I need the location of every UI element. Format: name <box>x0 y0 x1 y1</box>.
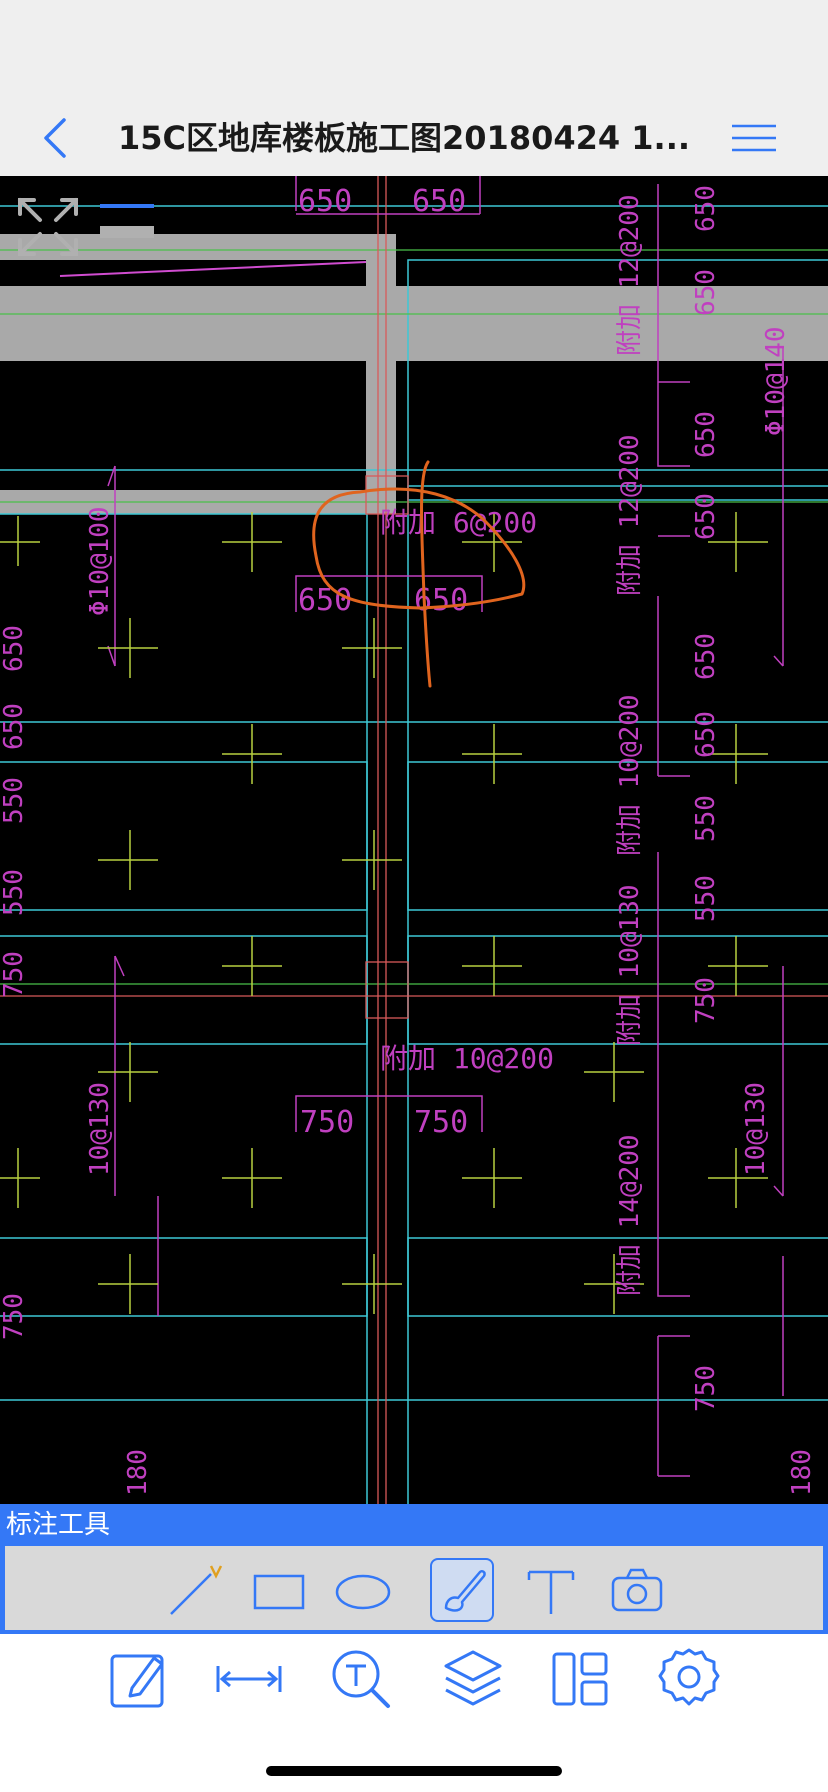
rebar-label: 附加 10@200 <box>380 1042 554 1075</box>
annotation-tools-title: 标注工具 <box>6 1510 111 1540</box>
dim-label: 750 <box>414 1105 468 1140</box>
dim-label: 180 <box>123 1449 153 1496</box>
dim-label: 180 <box>787 1449 817 1496</box>
fit-screen-button[interactable] <box>14 194 82 260</box>
dim-label: 650 <box>298 184 352 219</box>
dim-label: 750 <box>691 1365 721 1412</box>
rectangle-tool-button[interactable] <box>247 1558 311 1622</box>
dim-label: 650 <box>691 633 721 680</box>
dim-label: 650 <box>412 184 466 219</box>
rebar-label: 10@130 <box>85 1082 115 1176</box>
back-button[interactable] <box>36 110 76 166</box>
rebar-label: Φ10@140 <box>761 326 791 436</box>
text-search-button[interactable] <box>326 1644 396 1714</box>
dim-label: 550 <box>691 875 721 922</box>
layout-button[interactable] <box>546 1644 616 1714</box>
dim-label: 550 <box>0 869 29 916</box>
layers-icon <box>444 1650 502 1706</box>
ellipse-tool-button[interactable] <box>331 1558 395 1622</box>
settings-button[interactable] <box>654 1644 724 1714</box>
camera-icon <box>611 1568 663 1612</box>
dim-label: 550 <box>0 777 29 824</box>
layers-button[interactable] <box>438 1644 508 1714</box>
dim-label: 750 <box>0 1293 29 1340</box>
text-search-icon <box>332 1650 390 1708</box>
cad-drawing: 650 650 650 650 750 750 附加 6@200 附加 10@2… <box>0 176 828 1504</box>
dim-label: 750 <box>0 951 29 998</box>
edit-note-button[interactable] <box>104 1644 174 1714</box>
rebar-label: 附加 12@200 <box>615 194 645 356</box>
line-tool-button[interactable] <box>163 1558 227 1622</box>
annotation-tools-header: 标注工具 <box>0 1504 828 1546</box>
document-title: 15C区地库楼板施工图20180424 1... <box>118 119 691 157</box>
dim-label: 650 <box>691 269 721 316</box>
status-bar-area <box>0 0 828 100</box>
rebar-label: 10@130 <box>741 1082 771 1176</box>
line-width-toggle[interactable] <box>96 196 160 248</box>
layout-icon <box>552 1652 608 1706</box>
text-tool-button[interactable] <box>519 1558 583 1622</box>
edit-note-icon <box>110 1654 164 1708</box>
annotation-tools-row <box>5 1546 823 1630</box>
rebar-label: Φ10@100 <box>85 506 115 616</box>
dim-label: 650 <box>414 583 468 618</box>
dim-label: 750 <box>300 1105 354 1140</box>
rebar-label: 附加 12@200 <box>615 434 645 596</box>
measure-button[interactable] <box>214 1644 284 1714</box>
navigation-bar: 15C区地库楼板施工图20180424 1... <box>0 100 828 176</box>
beam-strip-vertical <box>366 234 396 502</box>
bottom-toolbar <box>0 1634 828 1792</box>
chevron-left-icon <box>44 118 66 158</box>
menu-button[interactable] <box>726 114 782 162</box>
dim-label: 650 <box>691 711 721 758</box>
rebar-label: 附加 6@200 <box>380 506 537 539</box>
fit-screen-icon <box>18 198 78 256</box>
brush-icon <box>444 1569 486 1612</box>
hamburger-menu-icon <box>732 124 776 152</box>
dim-label: 650 <box>298 583 352 618</box>
measure-arrow-icon <box>216 1666 282 1692</box>
text-t-icon <box>527 1570 575 1614</box>
dim-label: 650 <box>691 493 721 540</box>
dim-label: 650 <box>691 185 721 232</box>
camera-tool-button[interactable] <box>605 1558 669 1622</box>
line-width-icon <box>100 204 154 238</box>
pen-line-icon <box>170 1565 223 1615</box>
home-indicator <box>266 1766 562 1776</box>
dim-label: 650 <box>0 703 29 750</box>
dim-label: 750 <box>691 977 721 1024</box>
rebar-label: 附加 10@130 <box>615 884 645 1046</box>
drawing-canvas[interactable]: 650 650 650 650 750 750 附加 6@200 附加 10@2… <box>0 176 828 1504</box>
dim-label: 650 <box>691 411 721 458</box>
rebar-label: 附加 14@200 <box>615 1134 645 1296</box>
dim-label: 650 <box>0 625 29 672</box>
freehand-tool-button[interactable] <box>430 1558 494 1622</box>
rebar-label: 附加 10@200 <box>615 694 645 856</box>
gear-icon <box>658 1648 720 1706</box>
beam-strip-horizontal <box>0 286 828 361</box>
freehand-annotation <box>312 460 526 688</box>
ellipse-icon <box>335 1574 391 1610</box>
dim-label: 550 <box>691 795 721 842</box>
rectangle-icon <box>253 1574 305 1610</box>
annotation-tools-panel <box>0 1546 828 1634</box>
